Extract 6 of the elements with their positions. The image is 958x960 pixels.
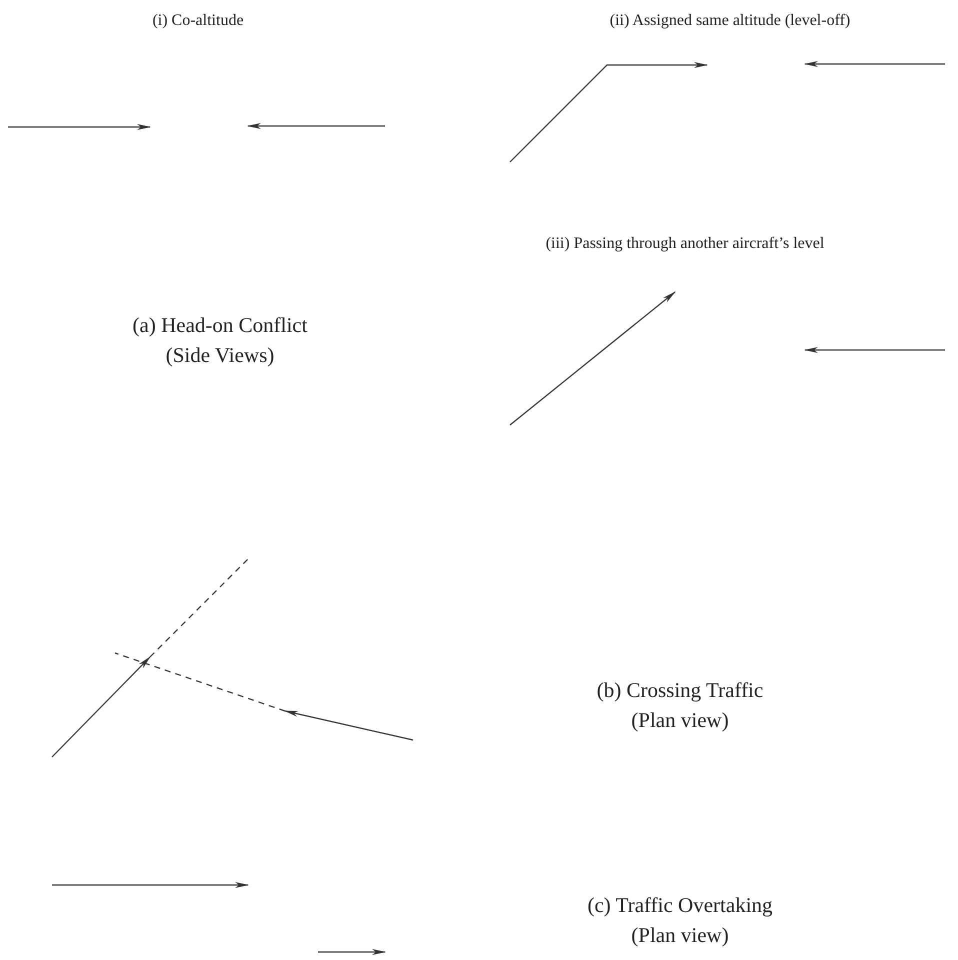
panel-caption: (b) Crossing Traffic (Plan view): [596, 677, 764, 734]
scenario-label: (ii) Assigned same altitude (level-off): [610, 12, 850, 30]
panel-caption: (c) Traffic Overtaking (Plan view): [586, 892, 774, 949]
scenario-label: (iii) Passing through another aircraft’s level: [546, 235, 824, 253]
scenario-label: (i) Co-altitude: [152, 12, 244, 30]
panel-caption: (a) Head-on Conflict (Side Views): [132, 312, 308, 369]
